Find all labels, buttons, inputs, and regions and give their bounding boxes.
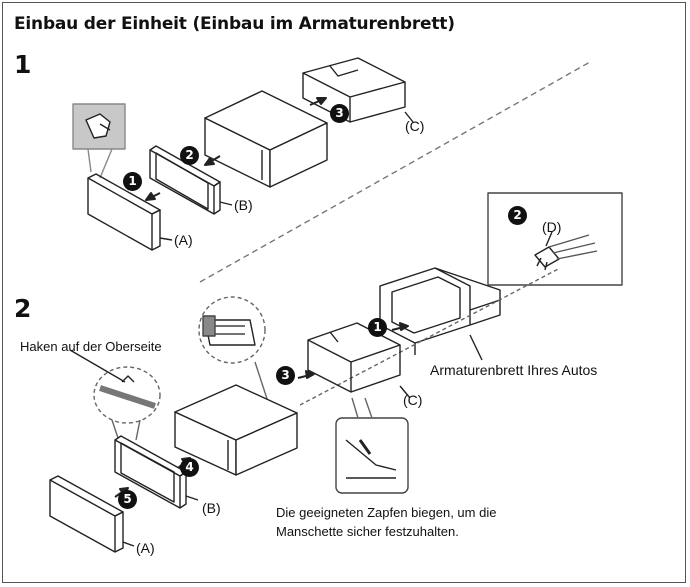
label-c-step1: (C) xyxy=(405,118,425,134)
badge-step1-2: 2 xyxy=(180,146,199,165)
arrow-3-step1 xyxy=(309,97,327,106)
badge-step1-1: 1 xyxy=(123,172,142,191)
label-b-step2: (B) xyxy=(202,500,221,516)
head-unit-step2 xyxy=(174,384,298,476)
step-1-number: 1 xyxy=(14,50,32,79)
badge-step2-2: 2 xyxy=(508,206,527,225)
arrow-2-step1 xyxy=(204,155,221,166)
hook-label: Haken auf der Oberseite xyxy=(20,339,162,354)
badge-step2-5: 5 xyxy=(118,490,137,509)
arrow-3-step2 xyxy=(297,370,315,379)
label-b-step1: (B) xyxy=(234,197,253,213)
label-a-step1: (A) xyxy=(174,232,193,248)
step-divider xyxy=(199,61,591,283)
label-c-step2: (C) xyxy=(403,392,423,408)
dashboard-bracket xyxy=(379,267,501,355)
faceplate-a-step2 xyxy=(49,475,124,553)
badge-step1-3: 3 xyxy=(330,104,349,123)
step-2-number: 2 xyxy=(14,294,32,323)
bend-note-line2: Manschette sicher festzuhalten. xyxy=(276,524,459,539)
badge-step2-1: 1 xyxy=(368,318,387,337)
figure-title: Einbau der Einheit (Einbau im Armaturenb… xyxy=(14,14,455,34)
faceplate-a-step1 xyxy=(87,173,161,251)
mounting-sleeve-c-step2 xyxy=(307,322,401,393)
bend-note-line1: Die geeigneten Zapfen biegen, um die xyxy=(276,505,497,520)
badge-step2-4: 4 xyxy=(180,458,199,477)
label-d: (D) xyxy=(542,219,562,235)
dashboard-label: Armaturenbrett Ihres Autos xyxy=(430,362,598,378)
mounting-sleeve-c-step1 xyxy=(302,57,406,123)
release-button-callout xyxy=(72,103,126,179)
hook-detail-circle xyxy=(198,296,271,409)
badge-step2-3: 3 xyxy=(276,366,295,385)
label-a-step2: (A) xyxy=(136,540,155,556)
arrow-1-step1 xyxy=(145,192,161,201)
hook-oval-detail xyxy=(69,349,161,441)
bend-tab-detail xyxy=(335,397,409,494)
head-unit-step1 xyxy=(204,90,328,188)
arrow-1-step2 xyxy=(391,322,409,331)
